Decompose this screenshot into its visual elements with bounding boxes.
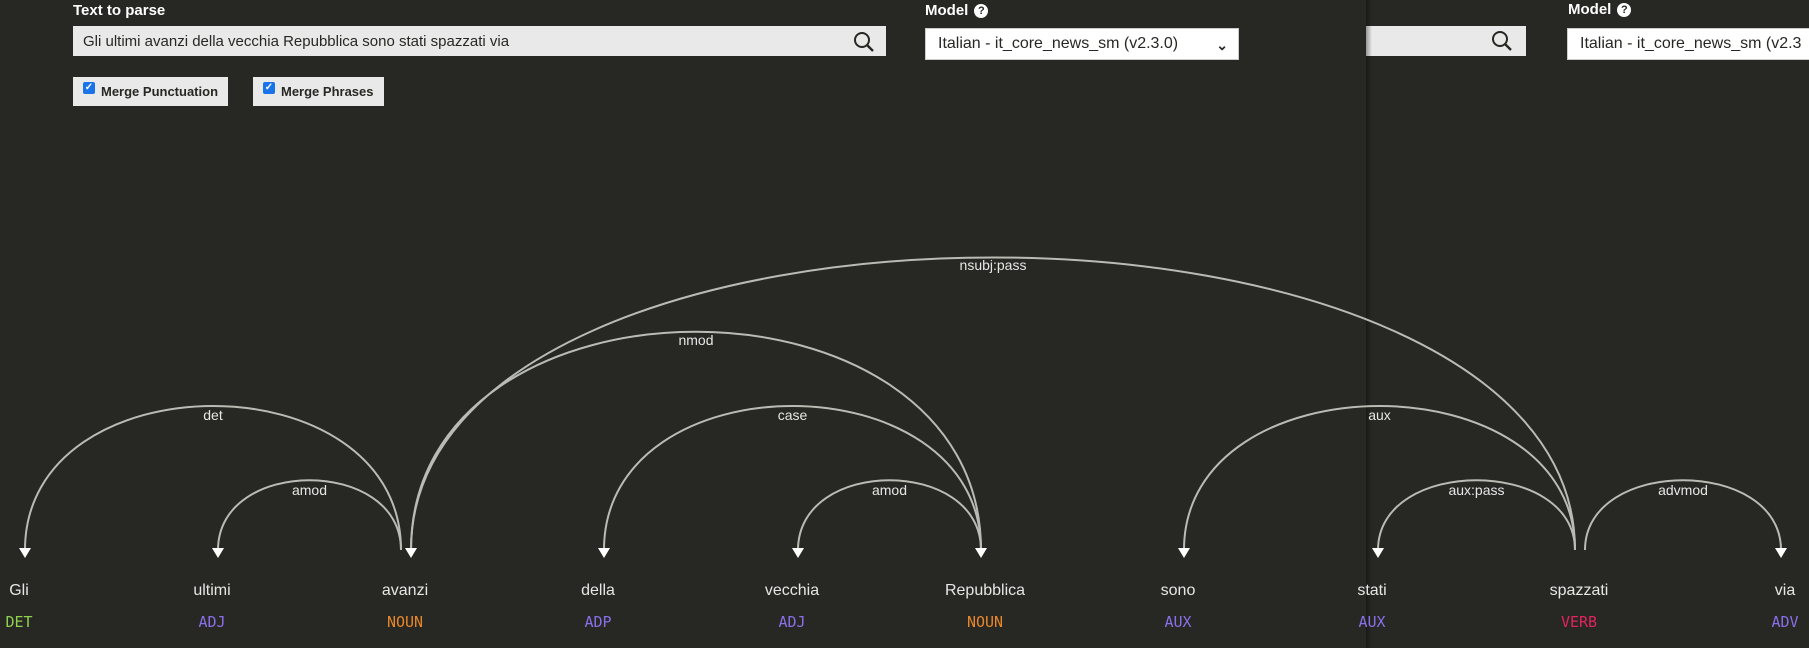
token-word: Gli: [9, 582, 29, 599]
model-label: Model ?: [925, 2, 989, 19]
chevron-down-icon: ⌄: [1216, 37, 1228, 53]
dependency-arc: [410, 256, 1576, 551]
arc-arrow: [792, 548, 804, 558]
token-tag: AUX: [1358, 613, 1385, 631]
text-to-parse-input[interactable]: Gli ultimi avanzi della vecchia Repubbli…: [73, 26, 886, 56]
token-tag: ADV: [1771, 613, 1798, 631]
text-to-parse-value: Gli ultimi avanzi della vecchia Repubbli…: [83, 32, 510, 50]
dependency-label: aux:pass: [1448, 482, 1504, 498]
dependency-arc: [410, 330, 982, 551]
dependency-label: advmod: [1658, 482, 1708, 498]
model-select-value: Italian - it_core_news_sm (v2.3.0): [938, 35, 1179, 52]
arc-arrow: [1372, 548, 1384, 558]
right-text-input[interactable]: [1366, 26, 1526, 56]
token-tag: ADP: [584, 613, 611, 631]
token-word: sono: [1161, 582, 1196, 599]
token-tag: ADJ: [778, 613, 805, 631]
help-icon[interactable]: ?: [1617, 2, 1632, 17]
token-word: Repubblica: [945, 582, 1025, 599]
dependency-label: det: [203, 407, 223, 423]
token-word: ultimi: [193, 582, 230, 599]
token-tag: AUX: [1164, 613, 1191, 631]
merge-phrases-toggle[interactable]: ✓ Merge Phrases: [253, 77, 384, 106]
token-word: avanzi: [382, 582, 428, 599]
token-word: della: [581, 582, 615, 599]
dependency-arc: [217, 479, 402, 551]
arc-arrow: [1178, 548, 1190, 558]
dependency-label: case: [778, 407, 808, 423]
checkbox-checked-icon[interactable]: ✓: [263, 81, 275, 94]
dependency-label: nmod: [678, 332, 713, 348]
checkbox-checked-icon[interactable]: ✓: [83, 81, 95, 94]
dependency-label: amod: [292, 482, 327, 498]
arc-arrow: [405, 548, 417, 558]
model-label-text: Model: [925, 2, 969, 19]
token-word: stati: [1357, 582, 1386, 599]
dependency-arc: [1183, 404, 1576, 551]
right-model-select-value: Italian - it_core_news_sm (v2.3: [1580, 35, 1802, 52]
dependency-arc: [603, 404, 982, 551]
merge-punctuation-toggle[interactable]: ✓ Merge Punctuation: [73, 77, 229, 106]
right-model-label-text: Model: [1568, 1, 1612, 18]
help-icon[interactable]: ?: [974, 3, 989, 18]
dependency-arc: [24, 404, 402, 551]
arc-arrow: [19, 548, 31, 558]
merge-punctuation-label: Merge Punctuation: [101, 84, 219, 99]
merge-phrases-label: Merge Phrases: [281, 84, 374, 99]
dependency-label: nsubj:pass: [960, 257, 1027, 273]
dependency-arc: [797, 479, 982, 551]
token-tag: NOUN: [967, 613, 1003, 631]
token-tag: ADJ: [198, 613, 225, 631]
token-tag: VERB: [1561, 613, 1597, 631]
token-tag: NOUN: [387, 613, 423, 631]
arc-arrow: [975, 548, 987, 558]
search-icon[interactable]: [1490, 29, 1514, 53]
token-word: spazzati: [1550, 582, 1609, 599]
right-model-label: Model ?: [1568, 1, 1632, 18]
dependency-label: amod: [872, 482, 907, 498]
arc-arrow: [1775, 548, 1787, 558]
text-to-parse-label-text: Text to parse: [73, 2, 166, 19]
right-model-select[interactable]: Italian - it_core_news_sm (v2.3: [1567, 28, 1809, 60]
search-icon[interactable]: [852, 30, 876, 54]
text-to-parse-label: Text to parse: [73, 2, 165, 19]
dependency-arc: [1584, 479, 1782, 551]
token-word: vecchia: [765, 582, 819, 599]
token-tag: DET: [5, 613, 32, 631]
model-select[interactable]: Italian - it_core_news_sm (v2.3.0) ⌄: [925, 28, 1239, 60]
arc-arrow: [598, 548, 610, 558]
dependency-arc: [1377, 479, 1576, 551]
token-word: via: [1775, 582, 1796, 599]
arc-arrow: [212, 548, 224, 558]
panel-divider: [1366, 0, 1372, 648]
dependency-label: aux: [1368, 407, 1391, 423]
